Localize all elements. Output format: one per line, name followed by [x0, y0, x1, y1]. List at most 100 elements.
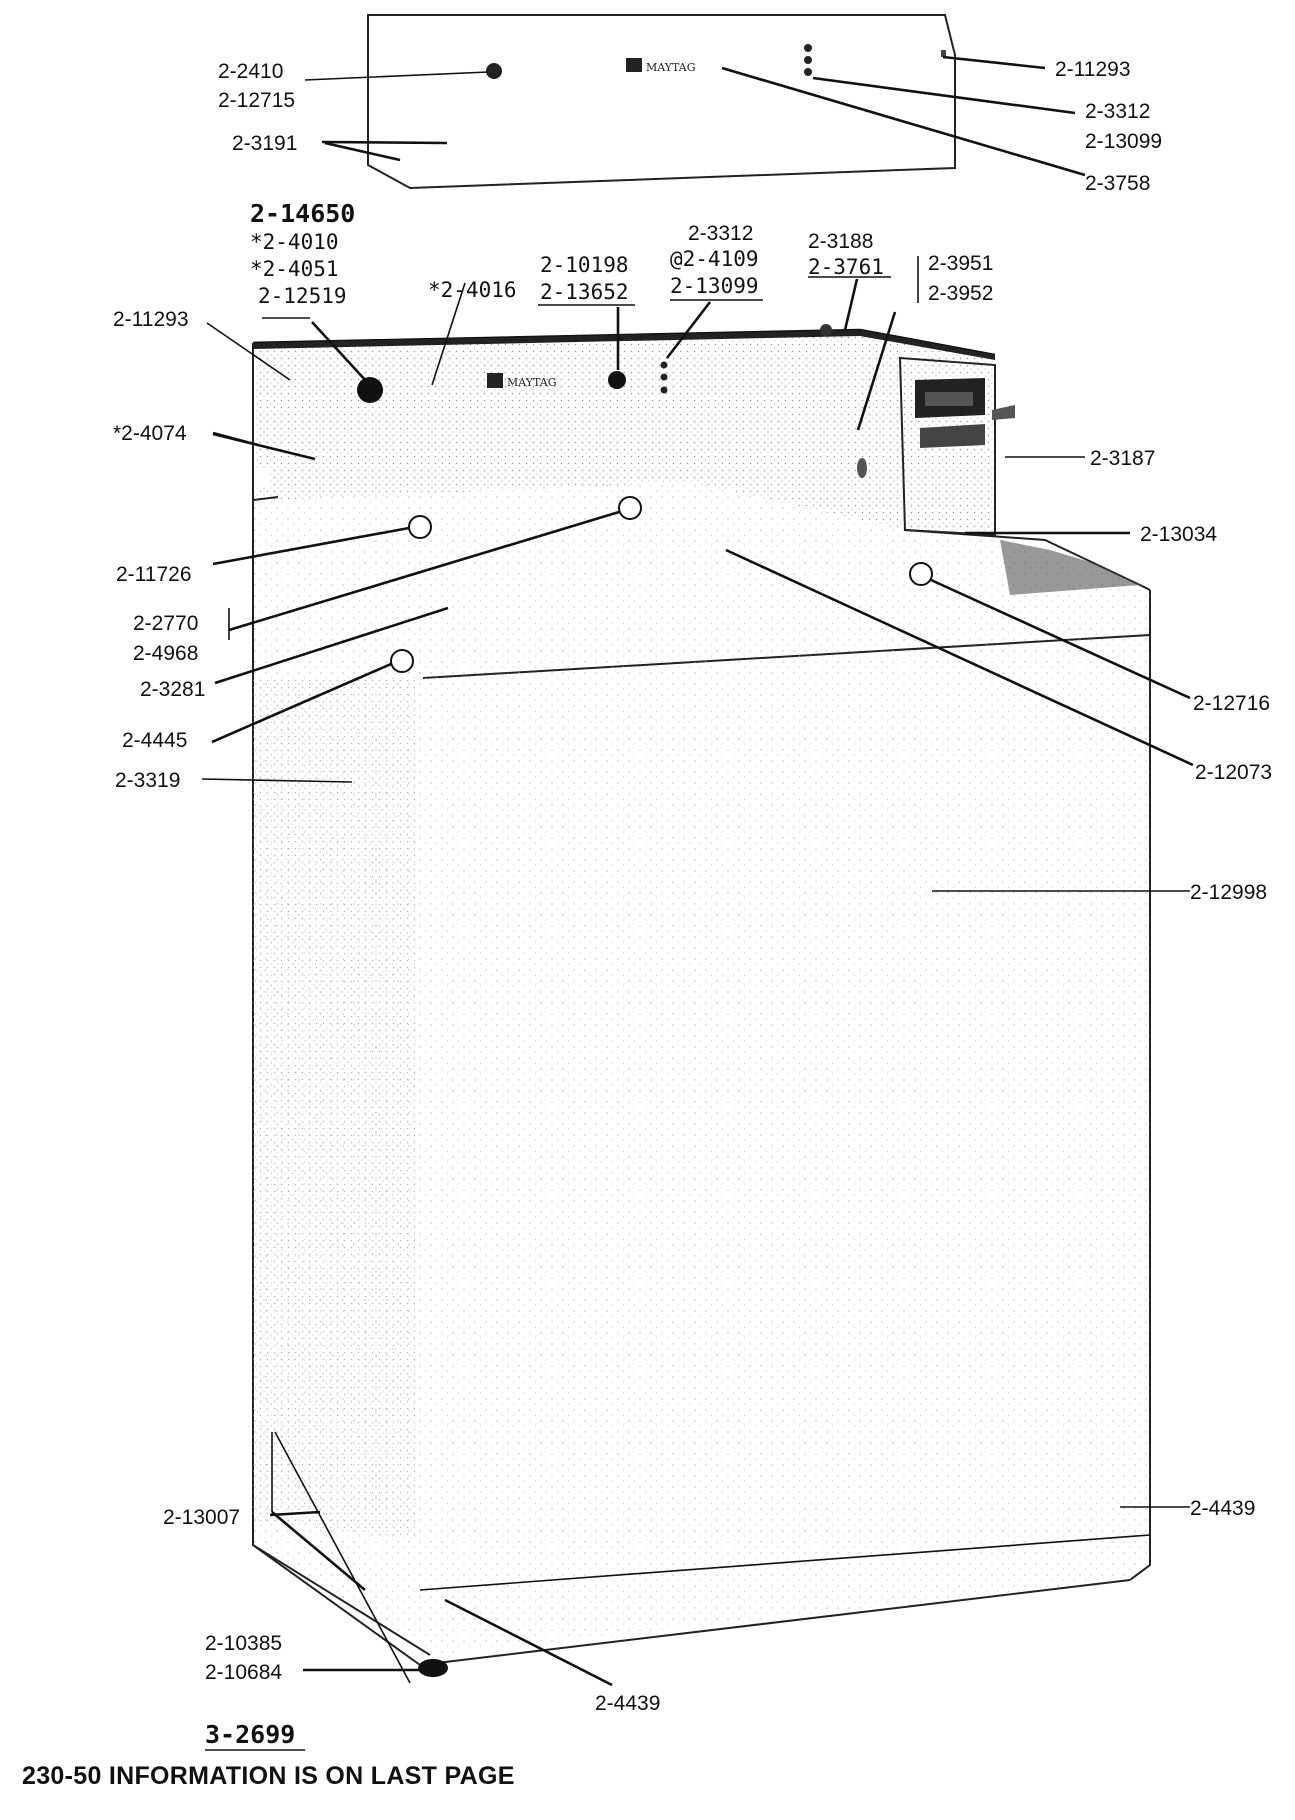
top-console-view: MAYTAG: [367, 14, 956, 190]
leader-3188: [843, 278, 859, 331]
label-10684: 2-10684: [205, 1661, 282, 1684]
top-console-knob: [486, 63, 502, 79]
label-3761: 2-3761: [808, 255, 884, 279]
label-14650: 2-14650: [250, 199, 355, 228]
control-panel-top-band: [253, 330, 995, 360]
leader-12073: [725, 548, 1194, 767]
coin-box-body: [898, 356, 996, 537]
label-4074: *2-4074: [113, 422, 187, 445]
leader-11726: [212, 526, 410, 566]
label-3281: 2-3281: [140, 678, 205, 701]
label-11726: 2-11726: [116, 563, 192, 586]
leader-4445: [211, 662, 392, 744]
cabinet-right-edge: [1129, 590, 1151, 1581]
label-main-3312: 2-3312: [688, 222, 753, 245]
label-3187: 2-3187: [1090, 447, 1155, 470]
panel-notch: [252, 496, 279, 501]
leader-13007c: [271, 1511, 366, 1591]
plug-circle-2770: [618, 496, 642, 520]
leader-top-3312: [812, 76, 1076, 115]
cabinet-top-shadow: [1000, 540, 1140, 595]
leader-4439-bottom: [444, 1598, 613, 1687]
plug-circle-12716: [909, 562, 933, 586]
top-console-light-2: [804, 56, 812, 64]
label-10198: 2-10198: [540, 253, 629, 277]
leveling-leg: [418, 1659, 448, 1677]
footer-note: 230-50 INFORMATION IS ON LAST PAGE: [22, 1762, 515, 1790]
panel-cap-screw: [820, 324, 832, 336]
label-4016: *2-4016: [428, 278, 517, 302]
leader-12716: [930, 578, 1191, 700]
cabinet-bottom-left-edge: [252, 1544, 431, 1656]
label-2410: 2-2410: [218, 60, 283, 83]
label-4439-bottom: 2-4439: [595, 1692, 660, 1715]
label-4051: *2-4051: [250, 257, 339, 281]
label-12716: 2-12716: [1193, 692, 1270, 715]
top-console-logo: MAYTAG: [626, 58, 696, 74]
label-main-11293: 2-11293: [113, 308, 189, 331]
leader-4074b: [212, 432, 316, 461]
coin-lever: [992, 405, 1015, 420]
top-logo-text: MAYTAG: [646, 61, 696, 74]
label-3952: 2-3952: [928, 282, 993, 305]
leader-2410: [304, 71, 489, 81]
label-2699: 3-2699: [205, 1720, 295, 1749]
logo-text: MAYTAG: [507, 376, 557, 389]
coin-box-lock: [857, 458, 867, 478]
leader-top-11293: [942, 55, 1046, 70]
label-10385: 2-10385: [205, 1632, 282, 1655]
label-3319: 2-3319: [115, 769, 180, 792]
control-panel-logo: MAYTAG: [487, 373, 557, 389]
leader-3191b: [324, 141, 401, 162]
label-top-3312: 2-3312: [1085, 100, 1150, 123]
label-top-11293: 2-11293: [1055, 58, 1131, 81]
top-logo-emblem-icon: [626, 58, 642, 72]
label-top-3758: 2-3758: [1085, 172, 1150, 195]
leader-13007a: [269, 1510, 321, 1517]
label-3188: 2-3188: [808, 230, 873, 253]
label-13652: 2-13652: [540, 280, 629, 304]
label-4109: @2-4109: [670, 247, 759, 271]
label-4445: 2-4445: [122, 729, 187, 752]
cabinet-bottom-edge: [419, 1579, 1131, 1666]
coin-chute: [920, 424, 985, 448]
top-console-light-1: [804, 44, 812, 52]
label-3951: 2-3951: [928, 252, 993, 275]
machine-main-view: MAYTAG: [248, 324, 1151, 1677]
coin-box: [857, 356, 1015, 537]
label-12715: 2-12715: [218, 89, 295, 112]
toe-panel-line: [419, 1534, 1151, 1591]
label-top-13099: 2-13099: [1085, 130, 1162, 153]
indicator-light-1: [660, 361, 668, 369]
label-main-13099: 2-13099: [670, 274, 759, 298]
plug-circle-4445: [390, 649, 414, 673]
leader-4016: [431, 282, 466, 386]
label-12519: 2-12519: [258, 284, 347, 308]
cabinet-front: [253, 635, 1150, 1655]
label-12073: 2-12073: [1195, 761, 1272, 784]
cycle-knob: [357, 377, 383, 403]
callout-labels: 2-2410 2-12715 2-3191 2-11293 2-3312 2-1…: [113, 58, 1272, 1749]
push-button: [608, 371, 626, 389]
leader-3281: [214, 606, 449, 685]
leader-lines: [201, 55, 1194, 1751]
coin-slot: [925, 392, 973, 406]
indicator-light-2: [660, 373, 668, 381]
label-4968: 2-4968: [133, 642, 198, 665]
cabinet-left-shading: [253, 680, 415, 1540]
cabinet-top-right-edge: [904, 529, 1151, 591]
top-console-body: [367, 14, 956, 190]
label-4010: *2-4010: [250, 230, 339, 254]
leader-2770: [228, 510, 620, 632]
leader-3951: [856, 311, 897, 431]
logo-emblem-icon: [487, 373, 503, 388]
label-13034: 2-13034: [1140, 523, 1217, 546]
indicator-light-3: [660, 386, 668, 394]
leader-3319: [201, 778, 353, 783]
leader-top-3758: [721, 66, 1086, 177]
leader-main-11293: [206, 322, 291, 381]
label-2770: 2-2770: [133, 612, 198, 635]
plug-circle-11726: [408, 515, 432, 539]
label-12998: 2-12998: [1190, 881, 1267, 904]
